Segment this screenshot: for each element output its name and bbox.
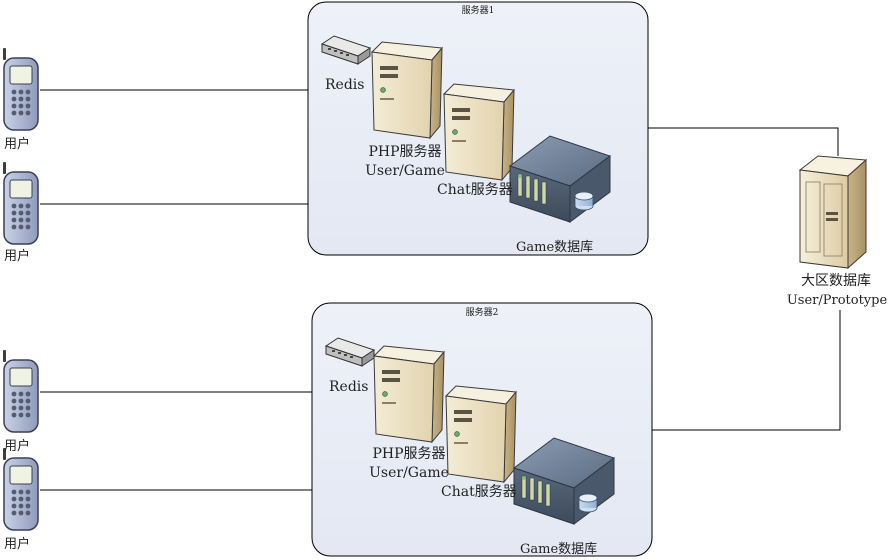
- server1-redis-label: Redis: [325, 77, 365, 93]
- mobile-phone-icon: [2, 161, 39, 245]
- mobile-phone-icon: [2, 47, 39, 131]
- server1-title: 服务器1: [461, 6, 495, 16]
- server1-php-sub: User/Game: [365, 163, 445, 179]
- chat-server-icon: [443, 83, 515, 181]
- server2-php-label: PHP服务器: [372, 446, 446, 462]
- region-db-sub: User/Prototype: [786, 293, 888, 308]
- region-database-server-icon: [798, 155, 868, 270]
- link-server1-regiondb: [648, 127, 839, 156]
- server1-db-label: Game数据库: [516, 240, 594, 255]
- user-label: 用户: [4, 537, 31, 552]
- server1-php-label: PHP服务器: [368, 144, 442, 160]
- link-server2-regiondb: [652, 310, 841, 431]
- user-label: 用户: [4, 439, 31, 454]
- server2-php-sub: User/Game: [369, 465, 449, 481]
- mobile-phone-icon: [2, 447, 39, 531]
- server2-chat-label: Chat服务器: [441, 484, 517, 500]
- server2-title: 服务器2: [465, 308, 499, 318]
- user-label: 用户: [4, 249, 31, 264]
- server1-chat-label: Chat服务器: [437, 182, 513, 198]
- user-label: 用户: [4, 137, 31, 152]
- mobile-phone-icon: [2, 349, 39, 433]
- server2-db-label: Game数据库: [520, 542, 598, 557]
- php-server-icon: [373, 345, 445, 443]
- server2-redis-label: Redis: [329, 379, 369, 395]
- region-db-label: 大区数据库: [801, 273, 871, 289]
- chat-server-icon: [445, 385, 517, 483]
- php-server-icon: [371, 41, 443, 139]
- connection-lines: [40, 89, 841, 491]
